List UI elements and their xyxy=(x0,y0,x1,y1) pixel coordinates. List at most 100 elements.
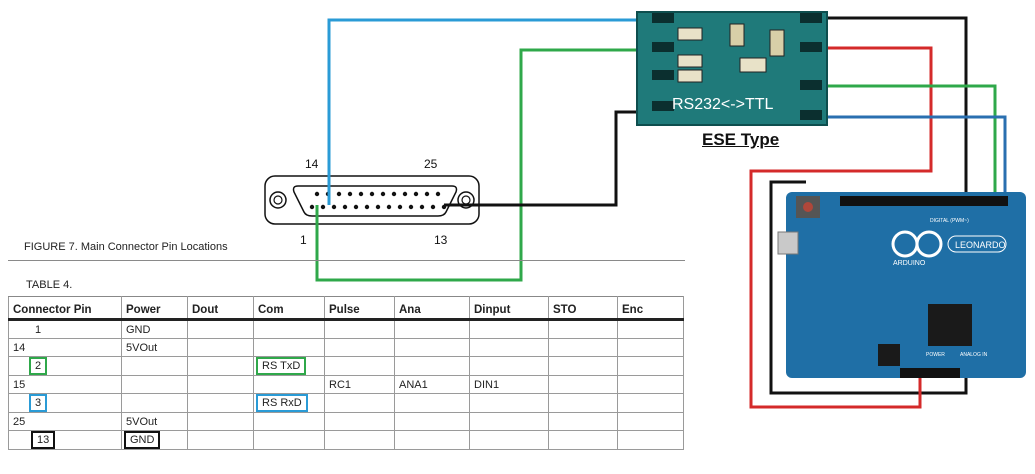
connector-pin-dot xyxy=(314,191,320,197)
header-com: Com xyxy=(253,296,325,321)
connector-pin-dot xyxy=(309,204,315,210)
cell-sto xyxy=(548,375,618,394)
cell-dout xyxy=(187,319,254,339)
cell-enc xyxy=(617,375,684,394)
connector-pin-dot xyxy=(347,191,353,197)
table-row: 25 5VOut xyxy=(8,412,684,431)
header-ana: Ana xyxy=(394,296,470,321)
db25-connector xyxy=(264,175,480,225)
cell-com xyxy=(253,319,325,339)
cell-pulse: RC1 xyxy=(324,375,395,394)
connector-pin-dot xyxy=(397,204,403,210)
table-row: 13 GND xyxy=(8,430,684,450)
cell-com xyxy=(253,430,325,450)
cell-com: RS TxD xyxy=(253,356,325,376)
cell-ana xyxy=(394,356,470,376)
connector-pin-dot xyxy=(408,204,414,210)
cell-dout xyxy=(187,412,254,431)
module-caption: ESE Type xyxy=(702,130,780,149)
wire-module-red xyxy=(749,46,933,409)
cell-sto xyxy=(548,393,618,413)
connector-pin-dot xyxy=(375,204,381,210)
pin-2-box: 2 xyxy=(29,357,48,375)
arduino-leonardo-board: ARDUINO LEONARDO DIGITAL (PWM~) POWER AN… xyxy=(777,192,1026,378)
cell-dout xyxy=(187,338,254,357)
cell-ana xyxy=(394,319,470,339)
rs-rxd-box: RS RxD xyxy=(256,394,308,412)
table-caption: TABLE 4. xyxy=(26,279,73,291)
cell-ana xyxy=(394,338,470,357)
cell-ana xyxy=(394,430,470,450)
cell-sto xyxy=(548,356,618,376)
cell-pin: 3 xyxy=(8,393,122,413)
cell-sto xyxy=(548,319,618,339)
cell-enc xyxy=(617,356,684,376)
cell-ana xyxy=(394,393,470,413)
cell-dout xyxy=(187,375,254,394)
cell-pulse xyxy=(324,338,395,357)
connector-pin-dot xyxy=(331,204,337,210)
pin-table: Connector Pin Power Dout Com Pulse Ana D… xyxy=(8,296,684,450)
connector-pin-dot xyxy=(386,204,392,210)
arduino-header-text: DIGITAL (PWM~) xyxy=(930,218,969,224)
cell-pulse xyxy=(324,356,395,376)
cell-com: RS RxD xyxy=(253,393,325,413)
cell-pin: 15 xyxy=(8,375,122,394)
connector-pin-dot xyxy=(358,191,364,197)
cell-enc xyxy=(617,393,684,413)
pin-3-box: 3 xyxy=(29,394,48,412)
connector-pin-dot xyxy=(413,191,419,197)
cell-sto xyxy=(548,430,618,450)
cell-pulse xyxy=(324,430,395,450)
connector-pin-dot xyxy=(424,191,430,197)
cell-pin: 25 xyxy=(8,412,122,431)
cell-dout xyxy=(187,430,254,450)
connector-pin-dot xyxy=(369,191,375,197)
connector-pin-dot xyxy=(435,191,441,197)
wire-green xyxy=(315,48,660,282)
connector-pin-25-label: 25 xyxy=(424,157,438,171)
cell-dinput xyxy=(469,412,549,431)
header-power: Power xyxy=(121,296,188,321)
table-row: 3 RS RxD xyxy=(8,393,684,413)
connector-pin-dot xyxy=(353,204,359,210)
cell-power: 5VOut xyxy=(121,338,188,357)
cell-power xyxy=(121,393,188,413)
connector-pin-dot xyxy=(402,191,408,197)
table-row: 1 GND xyxy=(8,319,684,339)
cell-com xyxy=(253,375,325,394)
cell-dinput: DIN1 xyxy=(469,375,549,394)
table-header-row: Connector Pin Power Dout Com Pulse Ana D… xyxy=(8,296,684,321)
table-row: 2 RS TxD xyxy=(8,356,684,376)
cell-dinput xyxy=(469,430,549,450)
cell-power xyxy=(121,356,188,376)
cell-dinput xyxy=(469,338,549,357)
caption-divider xyxy=(8,260,685,261)
header-dout: Dout xyxy=(187,296,254,321)
connector-pin-dot xyxy=(320,204,326,210)
cell-dout xyxy=(187,393,254,413)
connector-pin-14-label: 14 xyxy=(305,157,319,171)
module-board-text: RS232<->TTL xyxy=(672,96,773,113)
arduino-logo-text: ARDUINO xyxy=(893,260,926,267)
figure-caption: FIGURE 7. Main Connector Pin Locations xyxy=(24,241,228,253)
wire-module-green xyxy=(820,84,997,197)
cell-dinput xyxy=(469,319,549,339)
cell-dinput xyxy=(469,393,549,413)
connector-pin-dot xyxy=(391,191,397,197)
cell-enc xyxy=(617,430,684,450)
cell-enc xyxy=(617,412,684,431)
cell-pulse xyxy=(324,319,395,339)
cell-ana xyxy=(394,412,470,431)
connector-pin-dot xyxy=(419,204,425,210)
connector-pin-dot xyxy=(380,191,386,197)
table-row: 14 5VOut xyxy=(8,338,684,357)
cell-pin: 14 xyxy=(8,338,122,357)
cell-pin: 1 xyxy=(8,319,122,339)
cell-com xyxy=(253,412,325,431)
wire-module-black xyxy=(769,16,968,395)
cell-pulse xyxy=(324,393,395,413)
header-pulse: Pulse xyxy=(324,296,395,321)
rs232-ttl-module: RS232<->TTL xyxy=(636,11,828,126)
